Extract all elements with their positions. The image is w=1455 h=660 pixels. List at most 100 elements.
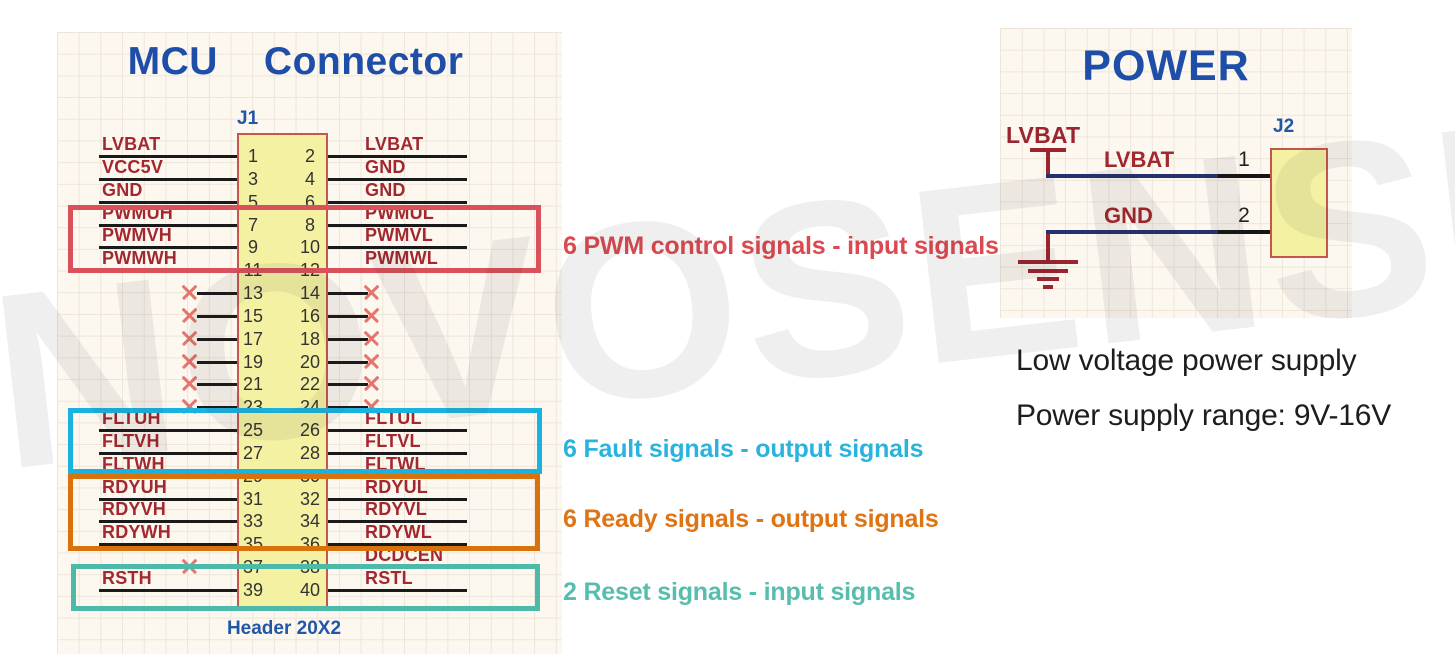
- no-connect-x-icon: [181, 330, 198, 347]
- pin-number: 3: [247, 168, 258, 189]
- net-label-left: FLTUH: [102, 408, 161, 429]
- no-connect-x-icon: [181, 353, 198, 370]
- pin-number: 40: [299, 579, 321, 600]
- no-connect-stub: [197, 406, 237, 410]
- wire: [328, 588, 467, 592]
- net-label-right: FLTWL: [365, 453, 426, 474]
- wire: [328, 177, 467, 181]
- no-connect-stub: [328, 337, 368, 341]
- net-label-left: VCC5V: [102, 156, 164, 177]
- pin-number: 39: [242, 579, 264, 600]
- wire: [328, 497, 467, 501]
- power-note-line1: Low voltage power supply: [1016, 344, 1357, 377]
- net-label-right: LVBAT: [365, 134, 424, 154]
- net-label-right: RSTL: [365, 567, 413, 588]
- wire: [99, 155, 237, 158]
- pin-number: 7: [247, 214, 258, 235]
- pin-number: 26: [299, 420, 321, 441]
- pin-number: 22: [299, 374, 321, 395]
- net-label-left: FLTVH: [102, 430, 160, 451]
- fault-annotation: 6 Fault signals - output signals: [563, 435, 924, 463]
- pin-number: 21: [242, 374, 264, 395]
- ready-annotation: 6 Ready signals - output signals: [563, 505, 939, 533]
- pin-number: 2: [304, 146, 315, 166]
- wire: [99, 588, 237, 592]
- lvbat-net-label: LVBAT: [1104, 147, 1175, 172]
- no-connect-stub: [197, 337, 237, 341]
- pin-number: 32: [299, 488, 321, 509]
- pin-number: 16: [299, 305, 321, 326]
- no-connect-x-icon: [181, 375, 198, 392]
- net-label-right: RDYWL: [365, 522, 432, 543]
- mcu-title-word1: MCU: [127, 40, 218, 83]
- reset-annotation: 2 Reset signals - input signals: [563, 578, 916, 606]
- net-label-right: PWMVL: [365, 225, 433, 246]
- pin-number: 13: [242, 283, 264, 304]
- net-label-left: FLTWH: [102, 453, 165, 474]
- lvbat-wire: [1046, 174, 1218, 178]
- ready-group-box: [68, 474, 540, 551]
- j2-designator: J2: [1273, 116, 1295, 137]
- wire: [328, 429, 467, 433]
- pin-number: 19: [242, 351, 264, 372]
- net-label-right: GND: [365, 156, 406, 177]
- pin-number: 8: [304, 214, 315, 235]
- net-label-right: FLTVL: [365, 430, 421, 451]
- wire: [99, 246, 237, 250]
- net-label-left: RDYUH: [102, 476, 168, 497]
- ground-symbol-bar4: [1043, 285, 1053, 289]
- pin-number: 1: [247, 146, 258, 166]
- pin-number: 31: [242, 488, 264, 509]
- no-connect-stub: [197, 314, 237, 318]
- lvbat-wire-pin-segment: [1218, 174, 1271, 178]
- j2-pin-2-number: 2: [1238, 204, 1250, 227]
- wire: [99, 200, 237, 204]
- net-label-left: GND: [102, 179, 143, 200]
- ground-symbol-bar2: [1028, 269, 1068, 273]
- no-connect-stub: [197, 360, 237, 364]
- wire: [328, 155, 467, 158]
- lvbat-power-symbol-stem: [1046, 148, 1050, 176]
- j2-pin-1-number: 1: [1238, 148, 1250, 171]
- no-connect-x-icon: [363, 330, 380, 347]
- wire: [328, 451, 467, 455]
- net-label-right: FLTUL: [365, 408, 422, 429]
- pin-number: 28: [299, 442, 321, 463]
- pin-number: 18: [299, 328, 321, 349]
- fault-group-box: [68, 408, 542, 474]
- no-connect-x-icon: [181, 284, 198, 301]
- power-title: POWER: [1082, 42, 1250, 90]
- pin-number: 17: [242, 328, 264, 349]
- gnd-net-label: GND: [1104, 203, 1153, 228]
- no-connect-stub: [328, 406, 368, 410]
- no-connect-x-icon: [363, 375, 380, 392]
- pin-number: 33: [242, 511, 264, 532]
- no-connect-stub: [328, 314, 368, 318]
- ground-symbol-stem: [1046, 234, 1050, 262]
- power-schematic: POWER LVBAT LVBAT 1 GND 2 J2: [1000, 28, 1352, 318]
- wire: [99, 223, 237, 227]
- wire: [328, 200, 467, 204]
- ground-symbol-icon: [1018, 260, 1078, 264]
- pin-number: 5: [247, 191, 258, 212]
- wire: [328, 223, 467, 227]
- net-label-right: RDYUL: [365, 476, 428, 497]
- net-label-left: RDYWH: [102, 522, 171, 543]
- no-connect-x-icon: [363, 307, 380, 324]
- pwm-annotation: 6 PWM control signals - input signals: [563, 232, 999, 260]
- pin-number: 6: [304, 191, 315, 212]
- net-label-left: PWMVH: [102, 225, 172, 246]
- no-connect-stub: [328, 360, 368, 364]
- pin-number: 20: [299, 351, 321, 372]
- wire: [99, 429, 237, 433]
- j1-designator: J1: [237, 108, 259, 129]
- wire: [328, 543, 467, 547]
- no-connect-stub: [197, 292, 237, 296]
- power-note-line2: Power supply range: 9V-16V: [1016, 399, 1392, 432]
- pin-number: 34: [299, 511, 321, 532]
- pin-number: 27: [242, 442, 264, 463]
- lvbat-supply-label: LVBAT: [1006, 122, 1081, 148]
- mcu-title: MCU Connector: [43, 40, 548, 84]
- wire: [99, 520, 237, 524]
